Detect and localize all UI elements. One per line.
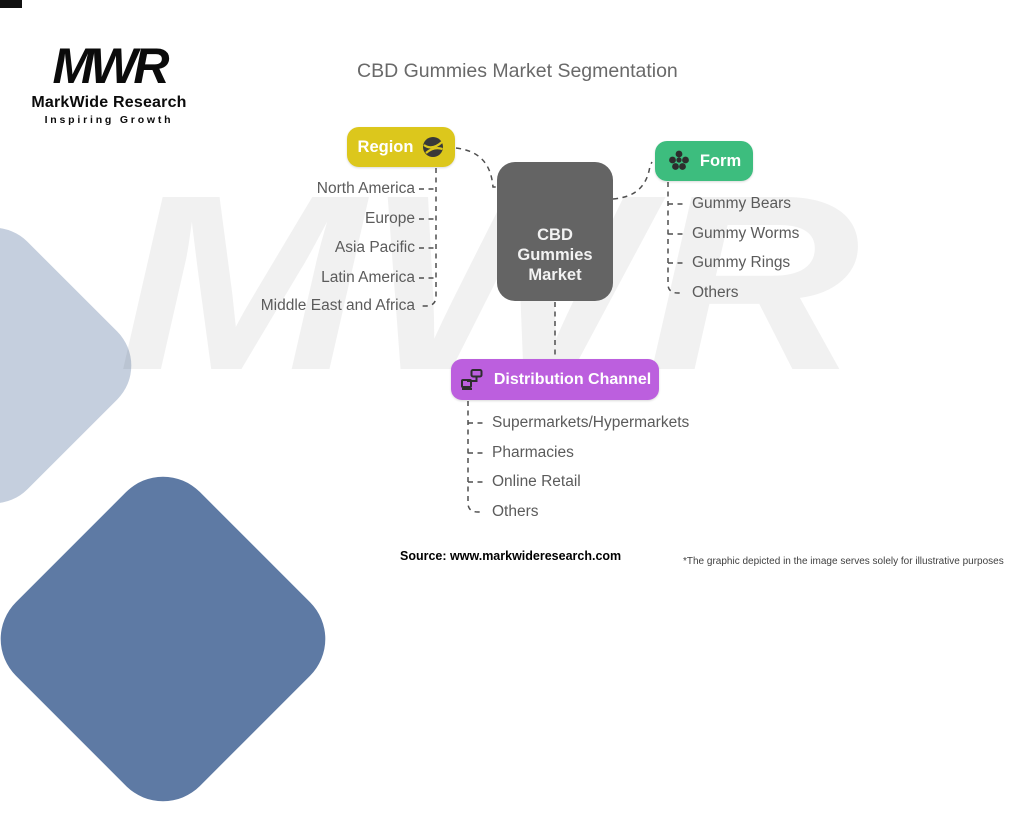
- logo-name: MarkWide Research: [31, 94, 187, 111]
- globe-icon: [422, 136, 444, 158]
- segment-node-label: Distribution Channel: [493, 370, 652, 388]
- corner-accent-bar: [0, 0, 22, 8]
- list-item: Online Retail: [492, 473, 581, 490]
- list-item: North America: [316, 180, 415, 197]
- list-item: Others: [492, 503, 539, 520]
- list-item: Gummy Rings: [692, 254, 791, 271]
- connector-lines: [419, 147, 684, 513]
- list-item: Supermarkets/Hypermarkets: [492, 414, 690, 431]
- logo-mark: MWR: [52, 38, 170, 94]
- gummy-cluster-icon: [667, 149, 691, 173]
- source-text: Source: www.markwideresearch.com: [400, 549, 622, 563]
- list-item: Middle East and Africa: [260, 297, 415, 314]
- list-item: Europe: [365, 210, 415, 227]
- central-market-node[interactable]: CBD Gummies Market: [497, 162, 613, 301]
- list-item: Gummy Bears: [692, 195, 792, 212]
- central-market-label: CBD Gummies Market: [517, 226, 593, 284]
- segment-node-form[interactable]: Form: [655, 141, 753, 181]
- list-item: Asia Pacific: [334, 239, 415, 256]
- delivery-cart-icon: [459, 367, 485, 393]
- logo-tagline: Inspiring Growth: [44, 114, 174, 126]
- segment-node-label: Region: [357, 137, 414, 156]
- brand-logo: MWR MarkWide Research Inspiring Growth: [30, 40, 188, 126]
- list-item: Gummy Worms: [692, 225, 800, 242]
- segment-node-label: Form: [699, 151, 742, 170]
- list-item: Latin America: [321, 269, 415, 286]
- segment-node-distribution-channel[interactable]: Distribution Channel: [451, 359, 659, 400]
- list-item: Pharmacies: [492, 444, 574, 461]
- segment-node-region[interactable]: Region: [347, 127, 455, 167]
- page-title: CBD Gummies Market Segmentation: [357, 60, 678, 82]
- list-item: Others: [692, 284, 739, 301]
- disclaimer-text: *The graphic depicted in the image serve…: [683, 556, 1004, 567]
